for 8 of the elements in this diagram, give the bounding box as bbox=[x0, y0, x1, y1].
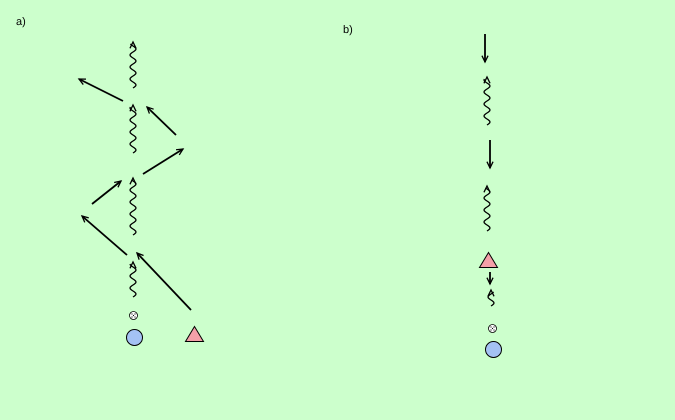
large-circle bbox=[484, 340, 502, 358]
small-dotted-circle bbox=[488, 324, 496, 332]
large-circle bbox=[126, 328, 142, 346]
small-dotted-circle bbox=[128, 310, 138, 320]
panel-label: a) bbox=[16, 16, 26, 28]
triangle-marker bbox=[184, 326, 204, 342]
panel-label: b) bbox=[343, 24, 353, 36]
triangle-marker bbox=[478, 252, 498, 268]
